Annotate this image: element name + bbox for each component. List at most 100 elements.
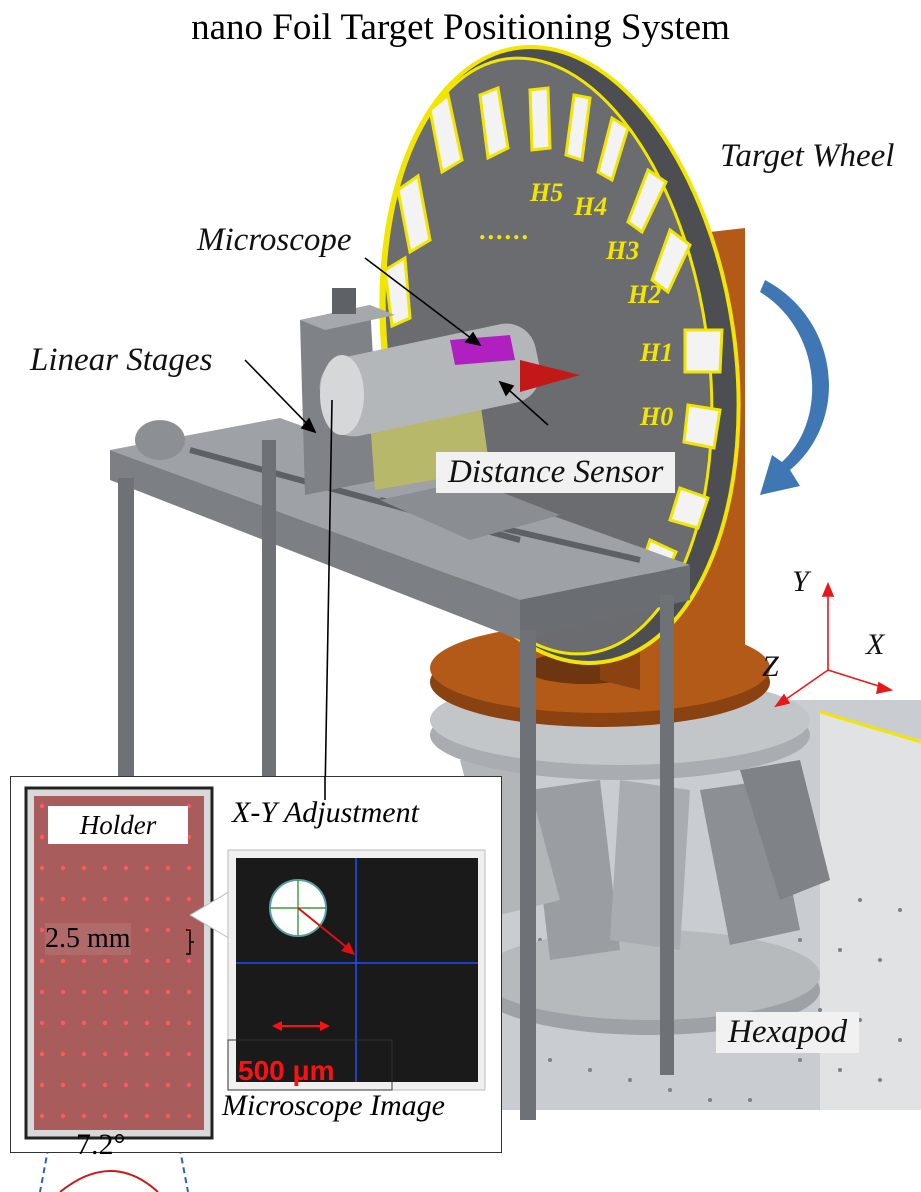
table-edge-line: [819, 710, 921, 744]
spacing-label: 2.5 mm: [45, 923, 131, 955]
holder-dot: [186, 1082, 192, 1088]
holder-dot: [102, 896, 108, 902]
holder-dot: [81, 989, 87, 995]
table-legs: [118, 440, 674, 1120]
diagram-title: nano Foil Target Positioning System: [191, 7, 730, 48]
holder-dot: [165, 1113, 171, 1119]
holder-dot: [186, 1051, 192, 1057]
holder-dot: [165, 927, 171, 933]
holder-dot: [39, 927, 45, 933]
holder-dot: [123, 1051, 129, 1057]
vertical-stage-top: [300, 305, 395, 330]
hole-label-h5: H5: [530, 178, 564, 207]
holder-dot: [39, 989, 45, 995]
holder-dot: [102, 1113, 108, 1119]
holder-title: Holder: [48, 806, 188, 844]
holder-dot: [39, 834, 45, 840]
holder-dot: [39, 1113, 45, 1119]
holder-dot: [144, 1113, 150, 1119]
wheel-slots: [382, 85, 724, 580]
holder-dot: [186, 1020, 192, 1026]
leader-lines: [244, 257, 549, 796]
holder-dot: [186, 958, 192, 964]
axis-label-x: X: [866, 628, 885, 661]
hole-label-h0: H0: [640, 402, 674, 431]
holder-dot: [39, 896, 45, 902]
holder-dot: [60, 865, 66, 871]
holder-dot: [81, 896, 87, 902]
hole-label-h4: H4: [574, 192, 608, 221]
stage-motor: [135, 420, 185, 460]
label-distance-sensor: Distance Sensor: [436, 452, 676, 493]
distance-sensor-tip: [520, 360, 580, 392]
holder-dot: [165, 1020, 171, 1026]
stage-knob: [332, 288, 356, 314]
stage-table-side: [520, 565, 690, 640]
hole-label-h1: H1: [640, 338, 674, 367]
holder-dot: [165, 1082, 171, 1088]
axis-label-y: Y: [792, 565, 809, 598]
stage-carriage: [380, 480, 560, 540]
holder-dot: [60, 1020, 66, 1026]
holder-dot: [144, 1051, 150, 1057]
holder-dots: [39, 803, 192, 1119]
hole-label-h2: H2: [628, 280, 662, 309]
holder-dot: [60, 989, 66, 995]
stage-table-front: [110, 450, 520, 640]
holder-dot: [144, 896, 150, 902]
holder-dot: [39, 865, 45, 871]
holder-dot: [81, 1082, 87, 1088]
holder-dot: [144, 958, 150, 964]
holder-dot: [123, 1020, 129, 1026]
rotation-arrow: [760, 280, 829, 495]
holder-dot: [144, 1082, 150, 1088]
holder-dot: [60, 1082, 66, 1088]
holder-dot: [123, 958, 129, 964]
holder-dot: [144, 865, 150, 871]
microscope-image-caption: Microscope Image: [222, 1089, 445, 1122]
hole-label-h3: H3: [606, 236, 640, 265]
holder-dot: [39, 958, 45, 964]
axis-arrows: [774, 581, 894, 708]
holder-dot: [60, 896, 66, 902]
holder-dot: [165, 896, 171, 902]
holder-dot: [102, 865, 108, 871]
holder-dot: [102, 958, 108, 964]
holder-dot: [123, 896, 129, 902]
holder-dot: [81, 865, 87, 871]
holder-dot: [81, 1051, 87, 1057]
holder-dot: [123, 1082, 129, 1088]
holder-dot: [39, 803, 45, 809]
hole-label-ellipsis: ......: [480, 216, 531, 245]
label-hexapod: Hexapod: [716, 1012, 860, 1053]
holder-dot: [102, 1020, 108, 1026]
holder-dot: [123, 989, 129, 995]
label-microscope: Microscope: [197, 222, 352, 258]
holder-dot: [123, 1113, 129, 1119]
holder-dot: [165, 865, 171, 871]
axis-label-z: Z: [762, 650, 779, 683]
holder-dot: [39, 1020, 45, 1026]
holder-dot: [102, 1051, 108, 1057]
holder-dot: [102, 1082, 108, 1088]
holder-dot: [60, 958, 66, 964]
angle-label: 7.2°: [76, 1128, 126, 1161]
holder-dot: [186, 1113, 192, 1119]
holder-dot: [144, 989, 150, 995]
label-linear-stages: Linear Stages: [30, 342, 213, 378]
xy-adjustment-label: X-Y Adjustment: [232, 796, 419, 829]
holder-dot: [186, 989, 192, 995]
holder-dot: [39, 1051, 45, 1057]
scale-bar-label: 500 μm: [238, 1055, 335, 1086]
holder-dot: [81, 1020, 87, 1026]
holder-dot: [60, 1051, 66, 1057]
holder-dot: [165, 1051, 171, 1057]
holder-dot: [186, 865, 192, 871]
holder-dot: [165, 989, 171, 995]
holder-dot: [81, 958, 87, 964]
optical-table-edge: [820, 712, 921, 1110]
holder-dot: [186, 896, 192, 902]
holder-dot: [165, 958, 171, 964]
holder-dot: [81, 1113, 87, 1119]
